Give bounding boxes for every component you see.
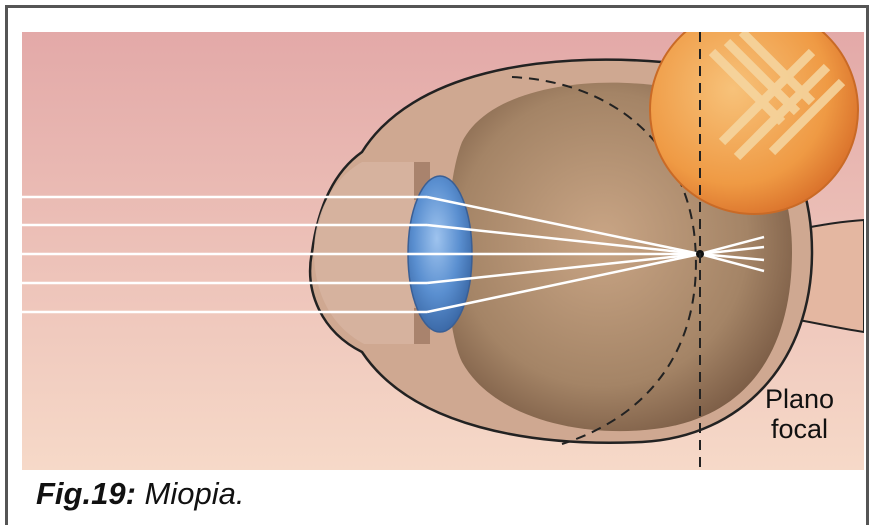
caption-title: Miopia.: [145, 476, 245, 511]
figure-caption: Fig.19: Miopia.: [36, 476, 244, 512]
focal-plane-label: Plano focal: [765, 384, 834, 444]
focal-label-line1: Plano: [765, 384, 834, 414]
caption-prefix: Fig.19:: [36, 476, 136, 511]
focal-label-line2: focal: [765, 414, 834, 444]
myopia-illustration: Plano focal: [22, 32, 864, 470]
